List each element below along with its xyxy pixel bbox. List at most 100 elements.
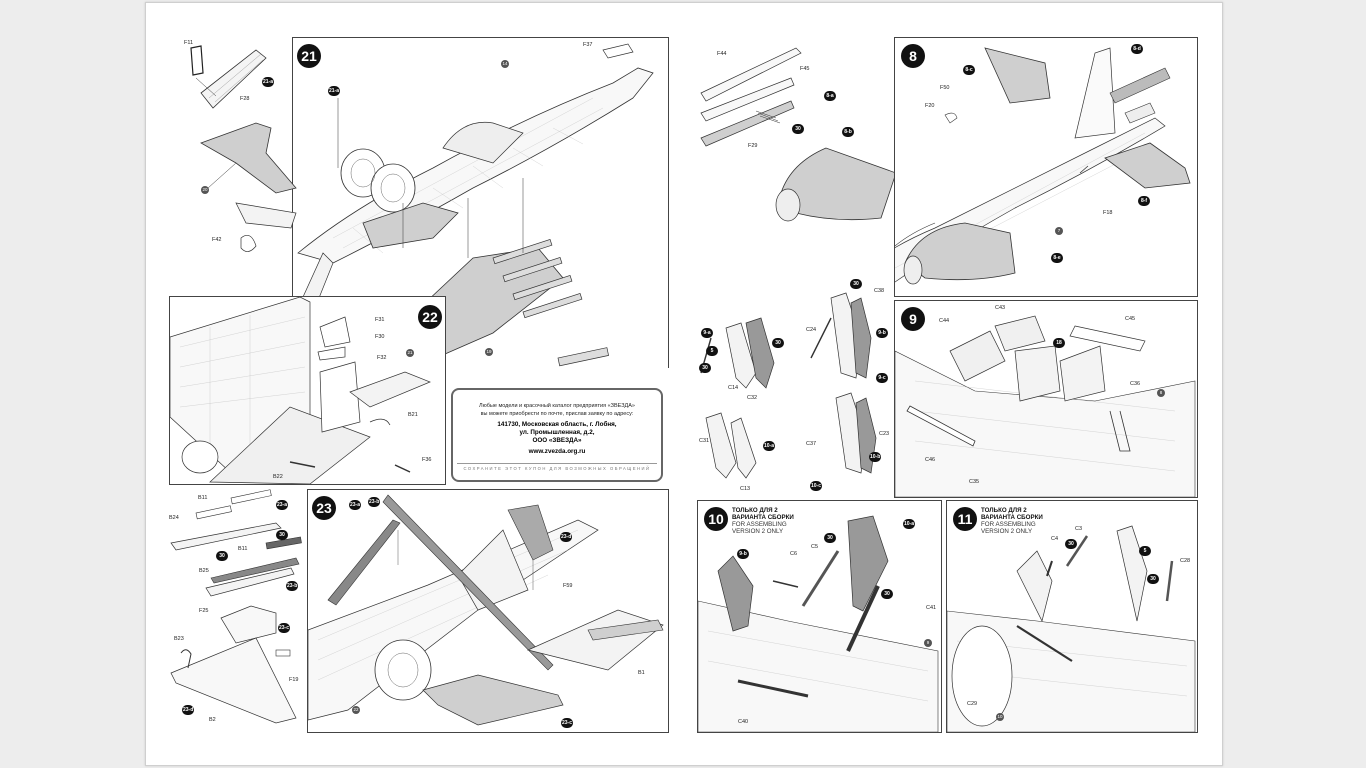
tag-9c: 9-c — [876, 373, 888, 383]
coupon-website: www.zvezda.org.ru — [528, 448, 586, 455]
step-10-panel: 10 ТОЛЬКО ДЛЯ 2 ВАРИАНТА СБОРКИ FOR ASSE… — [697, 500, 942, 733]
tag-23a-main: 23-a — [349, 500, 362, 510]
step-10-note-en1: FOR ASSEMBLING — [732, 521, 787, 528]
callout-22: 22 — [352, 706, 360, 714]
step-10-note-en2: VERSION 2 ONLY — [732, 528, 784, 535]
aircraft-drawing-21 — [297, 43, 654, 368]
step-23-panel: 23 23-a 23-b 23-d F59 B1 22 23-c — [307, 489, 669, 733]
tag-10a: 10-a — [763, 441, 776, 451]
tailplane-drawing — [200, 122, 297, 252]
label-c37: C37 — [806, 441, 817, 447]
tag-5-9a: 5 — [706, 346, 718, 356]
coupon-line2: вы можете приобрести по почте, прислав з… — [480, 411, 634, 417]
label-f25: F25 — [199, 608, 209, 614]
tag-9a: 9-a — [701, 328, 713, 338]
label-f36: F36 — [422, 457, 432, 463]
step-8-number: 8 — [901, 44, 925, 68]
tag-10c: 10-c — [810, 481, 823, 491]
tag-9b-10: 9-b — [737, 549, 749, 559]
label-b11-top: B11 — [198, 495, 208, 501]
tag-23c-main: 23-c — [561, 718, 574, 728]
step-10-note: ТОЛЬКО ДЛЯ 2 ВАРИАНТА СБОРКИ FOR ASSEMBL… — [732, 507, 794, 535]
callout-20: 20 — [201, 186, 209, 194]
label-c43: C43 — [995, 305, 1006, 311]
label-f45: F45 — [800, 66, 810, 72]
coupon-line1: Любые модели и красочный каталог предпри… — [479, 403, 635, 409]
step-21-number: 21 — [297, 44, 321, 68]
label-c24: C24 — [806, 327, 817, 333]
step-8-subassemblies — [700, 47, 896, 222]
step-23-subassemblies — [170, 489, 302, 724]
label-c23: C23 — [879, 431, 890, 437]
callout-21: 21 — [406, 349, 414, 357]
label-f50: F50 — [940, 85, 950, 91]
aircraft-drawing-8 — [895, 47, 1191, 285]
coupon-address2: ул. Промышленная, д.2, — [519, 429, 595, 436]
label-b21: B21 — [408, 412, 418, 418]
step-11-note-en2: VERSION 2 ONLY — [981, 528, 1033, 535]
coupon-footer: СОХРАНИТЕ ЭТОТ КУПОН ДЛЯ ВОЗМОЖНЫХ ОБРАЩ… — [457, 463, 657, 471]
tag-30-8a: 30 — [792, 124, 804, 134]
label-c4: C4 — [1051, 536, 1059, 542]
label-f42: F42 — [212, 237, 222, 243]
detail-21a-drawing — [190, 45, 267, 109]
coupon-address3: ООО «ЗВЕЗДА» — [532, 437, 582, 444]
tag-23d-main: 23-d — [560, 532, 573, 542]
label-b2: B2 — [209, 717, 216, 723]
tag-30-c4: 30 — [1065, 539, 1077, 549]
label-c3: C3 — [1075, 526, 1083, 532]
tag-8e: 8-e — [1051, 253, 1063, 263]
step-21-panel: 21 F37 14 21-a 19 — [292, 37, 669, 368]
label-c44: C44 — [939, 318, 950, 324]
step-22-number: 22 — [418, 305, 442, 329]
tag-21a: 21-a — [262, 77, 275, 87]
step-11-panel: 11 ТОЛЬКО ДЛЯ 2 ВАРИАНТА СБОРКИ FOR ASSE… — [946, 500, 1198, 733]
label-f32: F32 — [377, 355, 387, 361]
tag-10a-10: 10-a — [903, 519, 916, 529]
tag-30-9b: 30 — [850, 279, 862, 289]
tag-21a-main: 21-a — [328, 86, 341, 96]
label-f30: F30 — [375, 334, 385, 340]
step-10-note-ru2: ВАРИАНТА СБОРКИ — [732, 514, 794, 521]
label-b22: B22 — [273, 474, 283, 480]
label-f31: F31 — [375, 317, 385, 323]
label-c32: C32 — [747, 395, 758, 401]
tag-30-c41: 30 — [881, 589, 893, 599]
step-10-number: 10 — [704, 507, 728, 531]
label-f11: F11 — [184, 40, 194, 46]
step-11-number: 11 — [953, 507, 977, 531]
tag-23b-main: 23-b — [368, 497, 381, 507]
label-f44: F44 — [717, 51, 727, 57]
coupon-box: Любые модели и красочный каталог предпри… — [451, 388, 663, 482]
callout-14: 14 — [501, 60, 509, 68]
label-c46: C46 — [925, 457, 936, 463]
tag-23c: 23-c — [278, 623, 291, 633]
label-f20: F20 — [925, 103, 935, 109]
step-11-note: ТОЛЬКО ДЛЯ 2 ВАРИАНТА СБОРКИ FOR ASSEMBL… — [981, 507, 1043, 535]
step-11-note-ru1: ТОЛЬКО ДЛЯ 2 — [981, 507, 1027, 514]
tag-9b: 9-b — [876, 328, 888, 338]
tag-23d: 23-d — [182, 705, 195, 715]
label-c36: C36 — [1130, 381, 1141, 387]
label-b24: B24 — [169, 515, 179, 521]
label-f18: F18 — [1103, 210, 1113, 216]
callout-9: 9 — [924, 639, 932, 647]
label-c45: C45 — [1125, 316, 1136, 322]
label-c40: C40 — [738, 719, 749, 725]
label-b25: B25 — [199, 568, 209, 574]
tag-30-9a-b: 30 — [772, 338, 784, 348]
tag-8f: 8-f — [1138, 196, 1150, 206]
label-f37: F37 — [583, 42, 593, 48]
tag-30-upper: 30 — [276, 530, 288, 540]
tag-8c: 8-c — [963, 65, 975, 75]
instruction-sheet: F11 F28 21-a — [145, 2, 1223, 766]
callout-19: 19 — [485, 348, 493, 356]
aircraft-drawing-22 — [170, 297, 431, 484]
cockpit-drawing-11 — [947, 525, 1196, 732]
label-f28: F28 — [240, 96, 250, 102]
step-9-subassemblies — [700, 292, 877, 479]
step-11-note-ru2: ВАРИАНТА СБОРКИ — [981, 514, 1043, 521]
label-c29: C29 — [967, 701, 978, 707]
tag-18: 18 — [1053, 338, 1065, 348]
step-11-note-en1: FOR ASSEMBLING — [981, 521, 1036, 528]
